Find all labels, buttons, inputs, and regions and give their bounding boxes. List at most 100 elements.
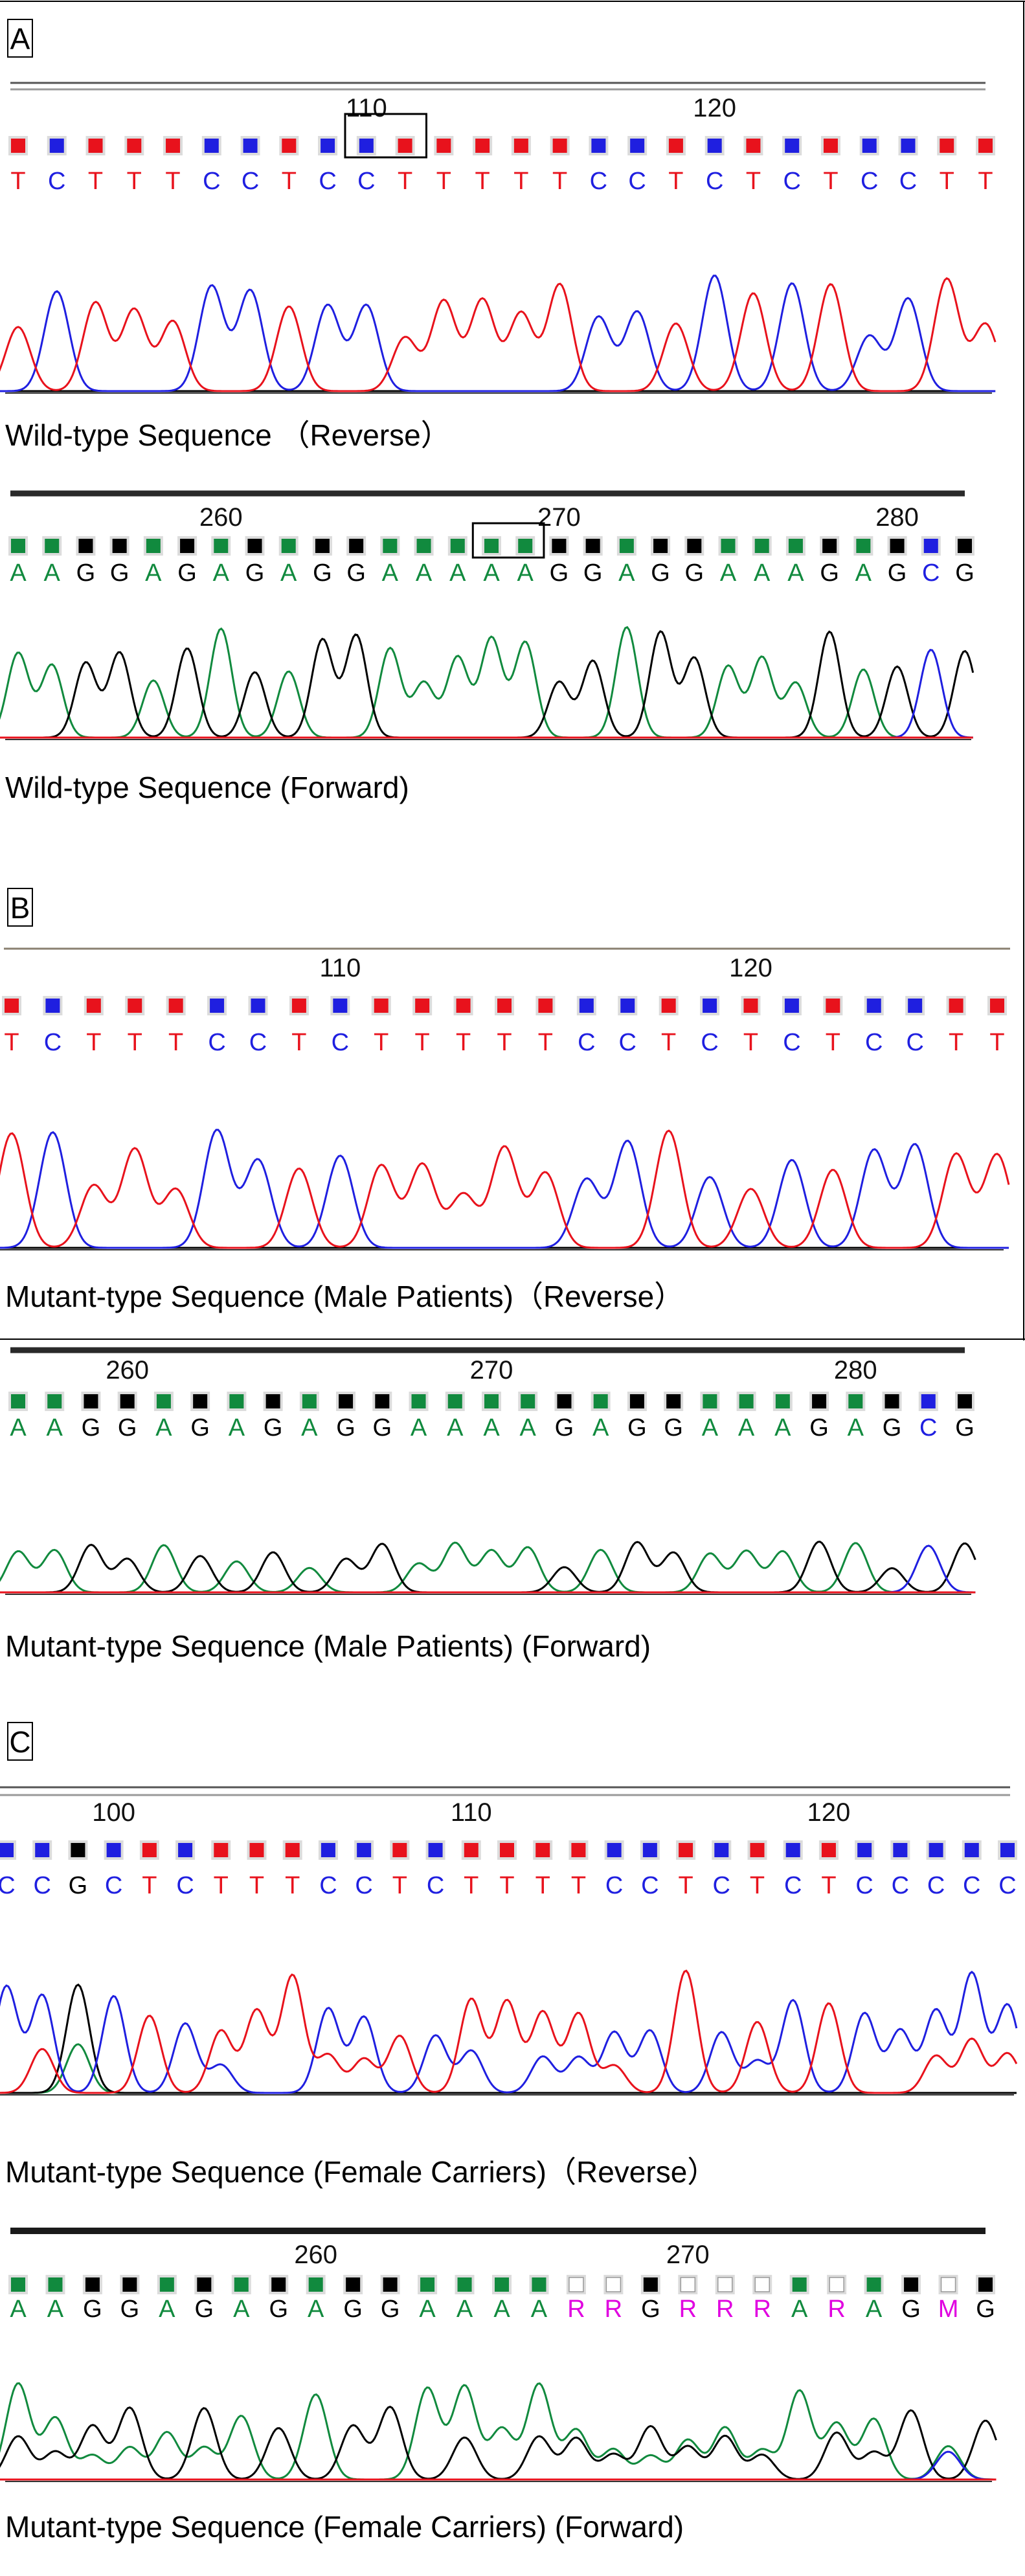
- base-quality-square: [461, 1840, 481, 1860]
- square-fill: [958, 1394, 972, 1408]
- square-fill: [48, 2277, 63, 2292]
- base-quality-square: [395, 136, 415, 155]
- base-letter: G: [373, 1414, 392, 1441]
- base-quality-square: [143, 536, 163, 556]
- square-fill: [281, 539, 296, 553]
- trace-A: [0, 1541, 976, 1594]
- base-quality-square: [109, 536, 130, 556]
- base-quality-square: [998, 1840, 1017, 1860]
- square-fill: [990, 999, 1004, 1013]
- square-fill: [605, 2277, 622, 2292]
- square-fill: [204, 139, 219, 153]
- square-fill: [495, 2277, 509, 2292]
- base-quality-square: [747, 1840, 767, 1860]
- square-fill: [398, 139, 412, 153]
- square-fill: [958, 539, 972, 553]
- base-quality-square: [736, 1392, 756, 1411]
- base-quality-square: [818, 1840, 839, 1860]
- square-fill: [168, 999, 183, 1013]
- base-quality-square: [117, 1392, 137, 1411]
- square-fill: [812, 1394, 827, 1408]
- base-letter: G: [381, 2296, 400, 2323]
- base-letter: T: [513, 168, 528, 195]
- base-quality-square: [299, 1392, 319, 1411]
- base-letter: C: [628, 168, 646, 195]
- base-quality-square: [627, 1392, 647, 1411]
- square-fill: [315, 539, 330, 553]
- trace-G: [0, 1541, 976, 1594]
- square-fill: [357, 1843, 372, 1857]
- base-quality-square: [482, 536, 501, 556]
- square-fill: [890, 539, 905, 553]
- base-letter: G: [82, 1414, 101, 1441]
- square-fill: [11, 139, 25, 153]
- panel-caption: Wild-type Sequence (Forward): [5, 771, 409, 804]
- base-quality-square: [0, 1840, 16, 1860]
- base-letter: T: [392, 1872, 407, 1899]
- base-quality-square: [139, 1840, 159, 1860]
- trace-G: [0, 2405, 997, 2480]
- base-quality-square: [43, 996, 63, 1015]
- base-quality-square: [32, 1840, 52, 1860]
- square-fill: [265, 1394, 280, 1408]
- base-quality-square: [68, 1840, 88, 1860]
- square-fill: [35, 1843, 50, 1857]
- position-tick-label: 260: [199, 503, 243, 532]
- base-quality-square: [356, 136, 376, 155]
- base-quality-square: [583, 536, 603, 556]
- square-fill: [593, 1394, 608, 1408]
- base-quality-square: [306, 2275, 326, 2294]
- base-letter: C: [332, 1029, 349, 1056]
- square-fill: [251, 999, 265, 1013]
- section-label-text: C: [9, 1725, 30, 1759]
- base-letter: T: [127, 168, 142, 195]
- position-tick-label: 120: [729, 954, 772, 982]
- square-fill: [750, 1843, 765, 1857]
- base-quality-square: [855, 1840, 875, 1860]
- base-quality-square: [418, 2275, 438, 2294]
- position-tick-label: 270: [666, 2241, 710, 2269]
- base-letter: A: [738, 1414, 755, 1441]
- base-quality-square: [318, 136, 338, 155]
- base-letter: A: [416, 559, 433, 587]
- base-letter: A: [145, 559, 162, 587]
- base-letter: G: [955, 559, 974, 587]
- square-fill: [978, 139, 993, 153]
- chromatogram: [0, 2382, 997, 2482]
- base-letter: T: [168, 1029, 183, 1056]
- base-letter: C: [861, 168, 878, 195]
- base-letter: T: [538, 1029, 553, 1056]
- square-fill: [374, 999, 389, 1013]
- base-quality-square: [492, 2275, 512, 2294]
- base-quality-square: [684, 536, 704, 556]
- square-fill: [457, 2277, 472, 2292]
- base-letter: A: [592, 1414, 609, 1441]
- base-letter: T: [10, 168, 25, 195]
- base-quality-square: [782, 996, 802, 1015]
- square-fill: [792, 2277, 807, 2292]
- panel-caption: Mutant-type Sequence (Male Patients)（Rev…: [5, 1280, 684, 1313]
- square-fill: [359, 139, 374, 153]
- base-letter: A: [848, 1414, 864, 1441]
- highlight-box: [344, 113, 427, 159]
- base-quality-square: [412, 996, 433, 1015]
- square-fill: [707, 139, 722, 153]
- square-fill: [754, 2277, 770, 2292]
- base-quality-square: [846, 1392, 866, 1411]
- square-fill: [271, 2277, 286, 2292]
- base-letter: A: [447, 1414, 464, 1441]
- square-fill: [532, 2277, 546, 2292]
- base-letter: T: [678, 1872, 693, 1899]
- base-quality-square: [269, 2275, 289, 2294]
- base-quality-square: [789, 2275, 809, 2294]
- base-quality-square: [549, 536, 569, 556]
- base-quality-square: [84, 996, 104, 1015]
- base-letter: A: [47, 2296, 64, 2323]
- square-fill: [120, 1394, 135, 1408]
- base-letter: T: [661, 1029, 676, 1056]
- base-quality-square: [380, 2275, 400, 2294]
- square-fill: [88, 139, 103, 153]
